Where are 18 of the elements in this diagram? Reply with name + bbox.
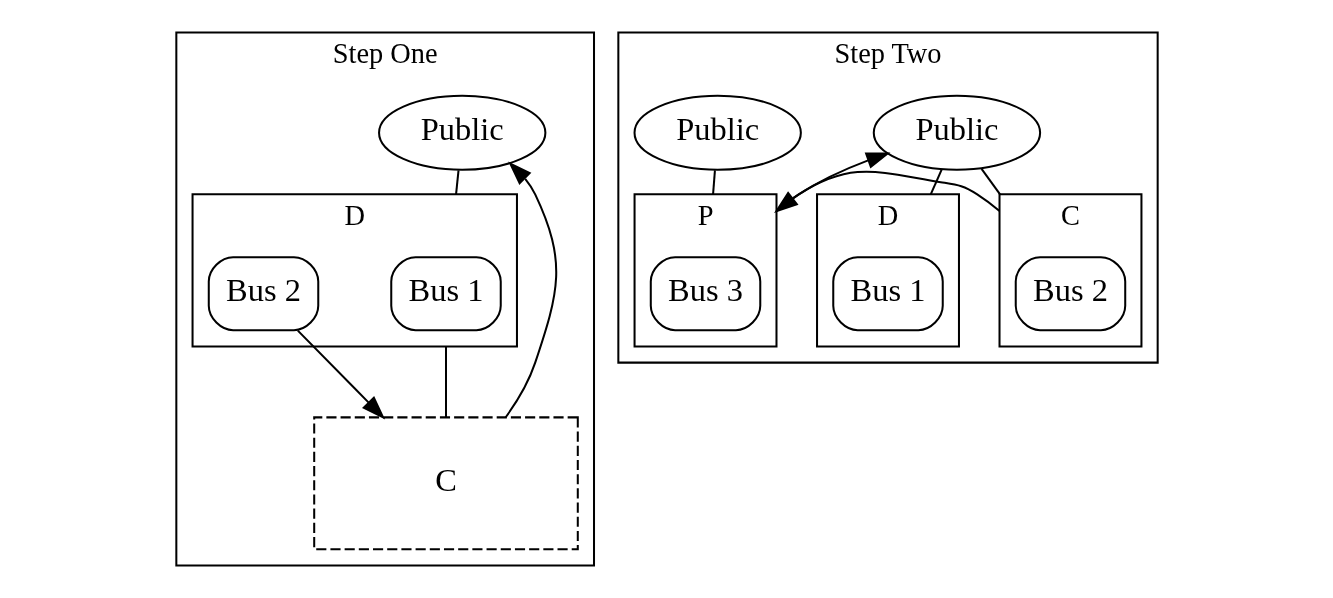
connector [929, 169, 943, 195]
connector [454, 170, 460, 195]
connector [980, 168, 1001, 195]
node-box: Bus 1 [831, 256, 944, 332]
arrow [773, 170, 1000, 213]
node-box: Bus 1 [389, 256, 502, 332]
node-box: C [312, 416, 579, 551]
node-ellipse: Public [872, 94, 1041, 171]
node-ellipse: Public [377, 94, 546, 171]
node-box: Bus 2 [1014, 256, 1126, 332]
node-box: Bus 2 [207, 256, 319, 332]
node-ellipse: Public [633, 94, 802, 171]
arrow [504, 161, 557, 418]
connector [444, 346, 447, 418]
connector [711, 170, 716, 195]
arrow [775, 152, 890, 213]
node-box: Bus 3 [649, 256, 761, 332]
arrow [296, 329, 385, 420]
